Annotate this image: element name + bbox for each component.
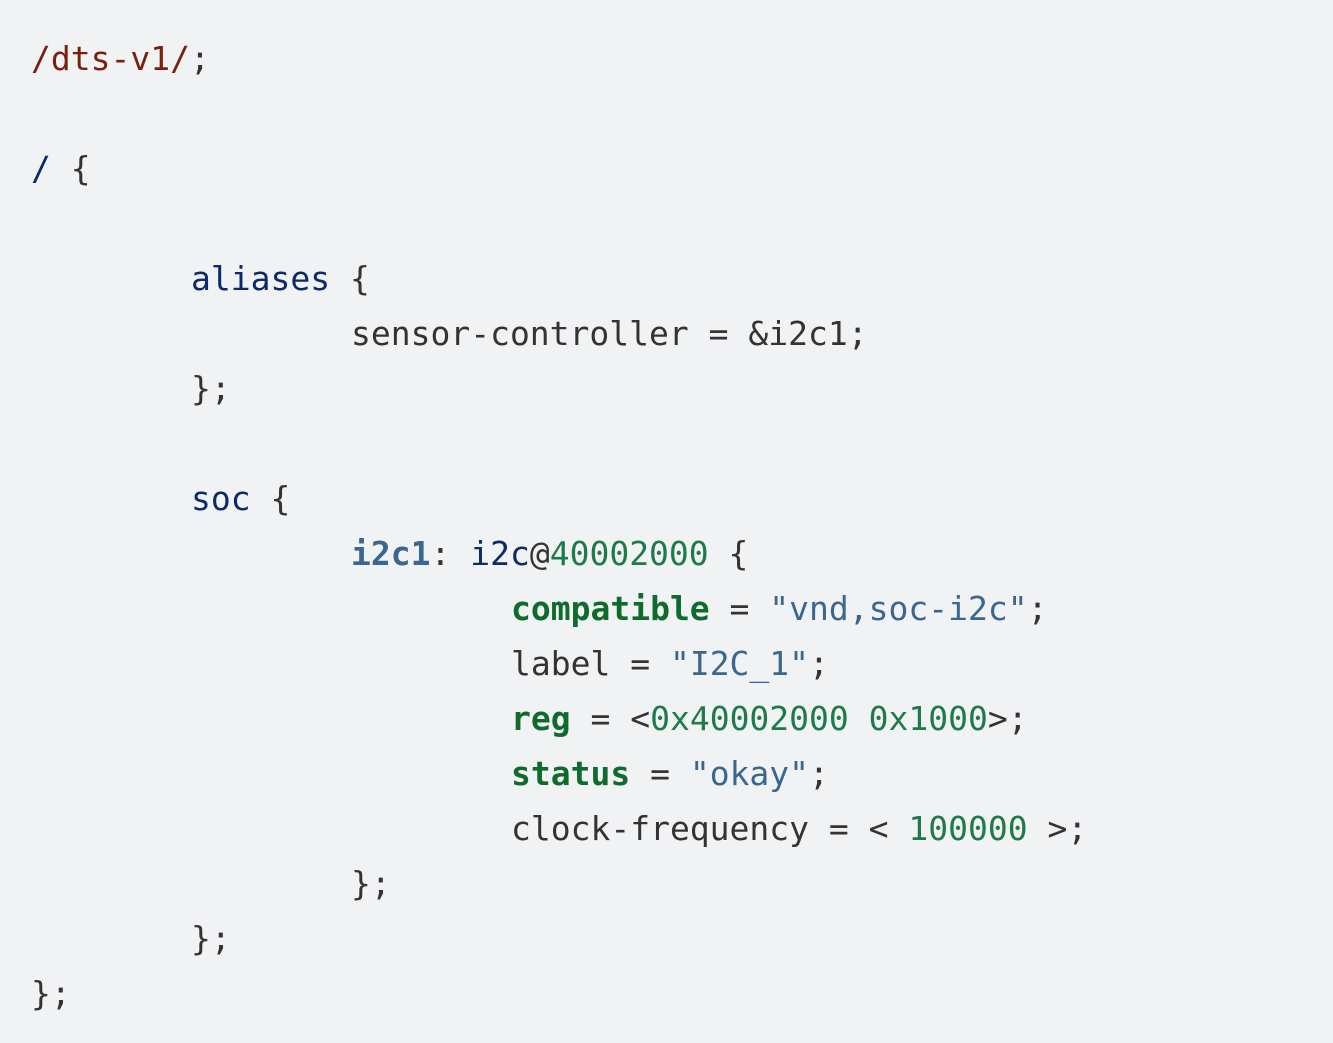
close-angle: > bbox=[1027, 809, 1068, 848]
code-line-root-open: / { bbox=[31, 141, 1333, 196]
reg-property: reg bbox=[511, 699, 571, 738]
semicolon: ; bbox=[809, 754, 829, 793]
code-line-reg: reg = <0x40002000 0x1000>; bbox=[31, 691, 1333, 746]
aliases-node: aliases bbox=[191, 259, 331, 298]
soc-node: soc bbox=[191, 479, 251, 518]
code-line-aliases-open: aliases { bbox=[31, 251, 1333, 306]
code-line-clock-frequency: clock-frequency = < 100000 >; bbox=[31, 801, 1333, 856]
code-line-label: label = "I2C_1"; bbox=[31, 636, 1333, 691]
dts-version-directive: /dts-v1/ bbox=[31, 39, 190, 78]
label-value: "I2C_1" bbox=[669, 644, 810, 683]
semicolon: ; bbox=[809, 644, 829, 683]
status-property: status bbox=[511, 754, 631, 793]
node-label: i2c1 bbox=[351, 534, 431, 573]
semicolon: ; bbox=[189, 39, 210, 78]
clock-frequency-property: clock-frequency bbox=[511, 809, 810, 848]
unit-address: 40002000 bbox=[549, 534, 709, 573]
equals: = bbox=[630, 754, 690, 793]
code-line-1: /dts-v1/; bbox=[31, 31, 1333, 86]
semicolon: ; bbox=[1007, 699, 1028, 738]
code-line-soc-open: soc { bbox=[31, 471, 1333, 526]
equals: = bbox=[688, 314, 749, 353]
clock-frequency-value: 100000 bbox=[908, 809, 1028, 848]
label-colon: : bbox=[430, 534, 471, 573]
code-line-soc-close: }; bbox=[31, 911, 1333, 966]
equals: = bbox=[570, 699, 631, 738]
at-sign: @ bbox=[529, 534, 550, 573]
equals: = bbox=[709, 589, 770, 628]
i2c-node-name: i2c bbox=[470, 534, 530, 573]
reg-address: 0x40002000 bbox=[650, 699, 849, 738]
compatible-value: "vnd,soc-i2c" bbox=[769, 589, 1028, 628]
equals: = bbox=[809, 809, 869, 848]
root-node: / bbox=[31, 149, 51, 188]
status-value: "okay" bbox=[689, 754, 810, 793]
code-line-root-close: }; bbox=[31, 966, 1333, 1021]
semicolon: ; bbox=[847, 314, 868, 353]
code-line-status: status = "okay"; bbox=[31, 746, 1333, 801]
code-line-aliases-close: }; bbox=[31, 361, 1333, 416]
close-angle: > bbox=[987, 699, 1008, 738]
close-brace: }; bbox=[351, 864, 391, 903]
code-line-alias-entry: sensor-controller = &i2c1; bbox=[31, 306, 1333, 361]
code-line-blank bbox=[31, 416, 1333, 471]
reg-size: 0x1000 bbox=[868, 699, 988, 738]
close-brace: }; bbox=[31, 974, 71, 1013]
open-angle: < bbox=[630, 699, 651, 738]
open-angle: < bbox=[868, 809, 909, 848]
space bbox=[849, 699, 869, 738]
code-line-i2c-close: }; bbox=[31, 856, 1333, 911]
close-brace: }; bbox=[191, 369, 231, 408]
phandle-reference: &i2c1 bbox=[748, 314, 848, 353]
semicolon: ; bbox=[1067, 809, 1088, 848]
code-line-i2c-open: i2c1: i2c@40002000 { bbox=[31, 526, 1333, 581]
equals: = bbox=[610, 644, 670, 683]
compatible-property: compatible bbox=[511, 589, 710, 628]
open-brace: { bbox=[708, 534, 749, 573]
label-property: label bbox=[511, 644, 611, 683]
open-brace: { bbox=[250, 479, 291, 518]
open-brace: { bbox=[330, 259, 370, 298]
code-line-blank bbox=[31, 86, 1333, 141]
code-line-compatible: compatible = "vnd,soc-i2c"; bbox=[31, 581, 1333, 636]
close-brace: }; bbox=[191, 919, 231, 958]
open-brace: { bbox=[50, 149, 91, 188]
semicolon: ; bbox=[1027, 589, 1048, 628]
alias-property: sensor-controller bbox=[351, 314, 689, 353]
code-line-blank bbox=[31, 196, 1333, 251]
